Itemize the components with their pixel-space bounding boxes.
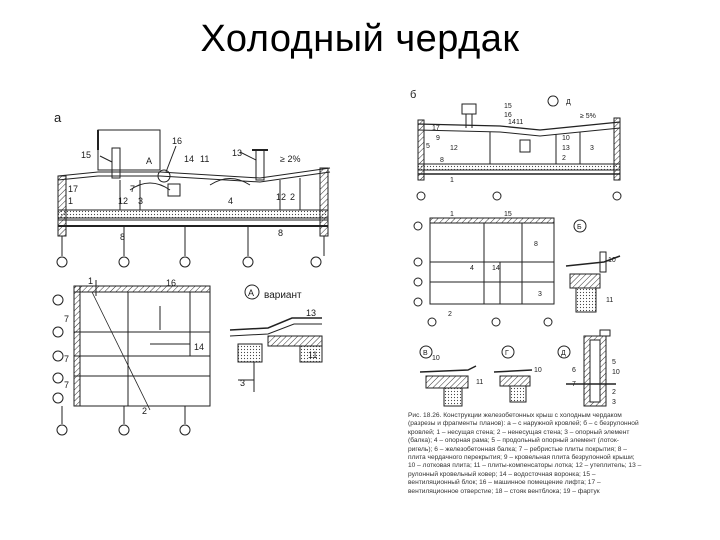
svg-text:11: 11 — [200, 154, 209, 164]
svg-text:8: 8 — [534, 241, 538, 248]
plan-b — [413, 217, 587, 327]
detail-b-labels: 10 11 — [606, 257, 616, 304]
svg-text:Б: Б — [577, 224, 582, 231]
svg-text:8: 8 — [278, 228, 283, 238]
svg-text:13: 13 — [562, 145, 570, 152]
svg-text:1: 1 — [450, 211, 454, 218]
svg-text:12: 12 — [450, 145, 458, 152]
detail-a — [229, 284, 323, 392]
section-a: а — [54, 110, 331, 268]
svg-text:3: 3 — [538, 291, 542, 298]
svg-text:7: 7 — [64, 314, 69, 324]
svg-text:1: 1 — [68, 196, 73, 206]
svg-text:3: 3 — [612, 399, 616, 406]
detail-g — [493, 345, 533, 403]
svg-text:5: 5 — [612, 359, 616, 366]
svg-text:9: 9 — [436, 135, 440, 142]
figure-caption: Рис. 18.26. Конструкции железобетонных к… — [408, 412, 642, 495]
svg-text:1: 1 — [450, 177, 454, 184]
svg-text:3: 3 — [138, 196, 143, 206]
svg-text:14: 14 — [184, 154, 194, 164]
svg-text:15: 15 — [504, 211, 512, 218]
svg-text:10: 10 — [432, 355, 440, 362]
svg-text:5: 5 — [426, 143, 430, 150]
svg-text:2: 2 — [562, 155, 566, 162]
svg-text:13: 13 — [306, 308, 316, 318]
svg-text:7: 7 — [130, 184, 135, 194]
panel-label-a: а — [54, 110, 62, 125]
svg-text:2: 2 — [142, 406, 147, 416]
svg-text:15: 15 — [81, 150, 91, 160]
detail-a-labels: А вариант 13 11 3 — [240, 288, 317, 388]
svg-text:≥ 2%: ≥ 2% — [280, 154, 300, 164]
svg-text:10: 10 — [608, 257, 616, 264]
svg-text:15: 15 — [504, 103, 512, 110]
svg-text:A: A — [146, 156, 152, 166]
svg-text:Г: Г — [505, 350, 509, 357]
svg-text:2: 2 — [290, 192, 295, 202]
svg-text:11: 11 — [476, 379, 483, 386]
plan-a-labels: 1 16 7 7 14 7 2 — [64, 276, 204, 416]
plan-b-labels: 1 15 4 14 3 2 8 Б — [448, 211, 582, 318]
svg-text:2: 2 — [612, 389, 616, 396]
plan-a — [52, 280, 211, 436]
svg-text:13: 13 — [232, 148, 242, 158]
section-b: б — [410, 89, 622, 201]
svg-text:В: В — [423, 350, 428, 357]
svg-text:Д: Д — [561, 350, 566, 357]
details-labels: В Г Д 10 11 10 6 7 5 10 2 3 — [423, 350, 620, 406]
svg-text:8: 8 — [440, 157, 444, 164]
section-b-labels: 15 16 14 11 17 Д ≥ 5% 9 5 10 12 13 8 2 3… — [426, 99, 596, 184]
svg-text:12: 12 — [276, 192, 286, 202]
svg-text:16: 16 — [504, 112, 512, 119]
svg-text:1: 1 — [88, 276, 93, 286]
svg-text:11: 11 — [606, 297, 613, 304]
svg-text:14: 14 — [492, 265, 500, 272]
svg-text:14: 14 — [508, 119, 516, 126]
svg-text:3: 3 — [590, 145, 594, 152]
slide-title: Холодный чердак — [200, 18, 520, 60]
svg-text:11: 11 — [516, 119, 523, 126]
svg-text:б: б — [410, 89, 416, 101]
svg-text:3: 3 — [240, 378, 245, 388]
svg-text:7: 7 — [572, 381, 576, 388]
section-a-labels: 15 16 A 14 11 13 ≥ 2% 17 1 7 12 3 4 12 2… — [68, 136, 300, 242]
svg-text:6: 6 — [572, 367, 576, 374]
svg-text:Д: Д — [566, 99, 571, 106]
detail-a-marker: А — [248, 288, 254, 298]
variant-label: вариант — [264, 290, 302, 301]
svg-text:12: 12 — [118, 196, 128, 206]
detail-d — [557, 329, 616, 407]
svg-text:4: 4 — [470, 265, 474, 272]
svg-text:11: 11 — [308, 350, 317, 360]
svg-text:10: 10 — [534, 367, 542, 374]
svg-text:17: 17 — [432, 125, 440, 132]
svg-text:2: 2 — [448, 311, 452, 318]
svg-text:14: 14 — [194, 342, 204, 352]
svg-text:16: 16 — [166, 278, 176, 288]
svg-text:10: 10 — [562, 135, 570, 142]
svg-text:4: 4 — [228, 196, 233, 206]
detail-b — [565, 251, 621, 313]
svg-text:7: 7 — [64, 354, 69, 364]
svg-text:≥ 5%: ≥ 5% — [580, 113, 596, 120]
svg-text:16: 16 — [172, 136, 182, 146]
detail-v — [419, 345, 477, 407]
svg-text:10: 10 — [612, 369, 620, 376]
svg-text:17: 17 — [68, 184, 78, 194]
svg-text:7: 7 — [64, 380, 69, 390]
svg-text:8: 8 — [120, 232, 125, 242]
